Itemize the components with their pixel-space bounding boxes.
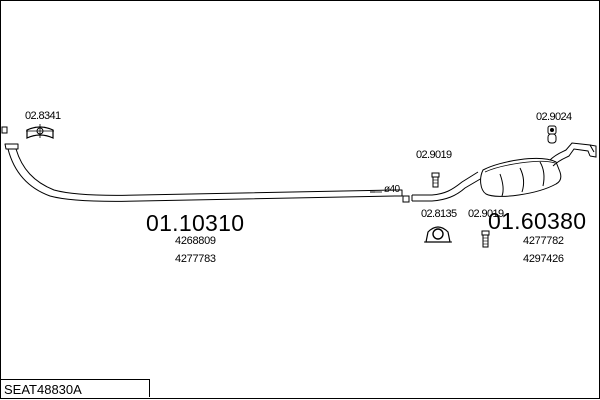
front-oe-number-1: 4268809 — [175, 235, 216, 247]
diameter-label: ø40 — [384, 184, 400, 195]
rear-silencer-part-number: 01.60380 — [488, 208, 587, 234]
ring-gasket-icon — [424, 226, 452, 243]
front-pipe-part-number: 01.10310 — [146, 210, 245, 236]
ring-part-number: 02.8135 — [421, 208, 457, 220]
bolt-left-part-number: 02.9019 — [416, 149, 452, 161]
bolt-icon-right — [481, 230, 490, 248]
clamp-icon — [26, 124, 54, 139]
hanger-icon — [547, 125, 557, 144]
rear-silencer-icon — [480, 142, 597, 197]
front-end-cap-icon — [1, 126, 8, 134]
rear-end-cap-icon — [402, 195, 410, 203]
bolt-right-part-number: 02.9019 — [468, 208, 504, 220]
system-code-box: SEAT48830A — [0, 379, 150, 397]
rear-intermediate-pipe — [411, 171, 483, 202]
hanger-part-number: 02.9024 — [536, 111, 572, 123]
front-pipe — [4, 143, 403, 202]
rear-oe-number-1: 4277782 — [523, 235, 564, 247]
bolt-icon-left — [431, 172, 440, 188]
clamp-part-number: 02.8341 — [25, 110, 61, 122]
rear-oe-number-2: 4297426 — [523, 253, 564, 265]
front-oe-number-2: 4277783 — [175, 253, 216, 265]
system-code: SEAT48830A — [4, 382, 82, 397]
